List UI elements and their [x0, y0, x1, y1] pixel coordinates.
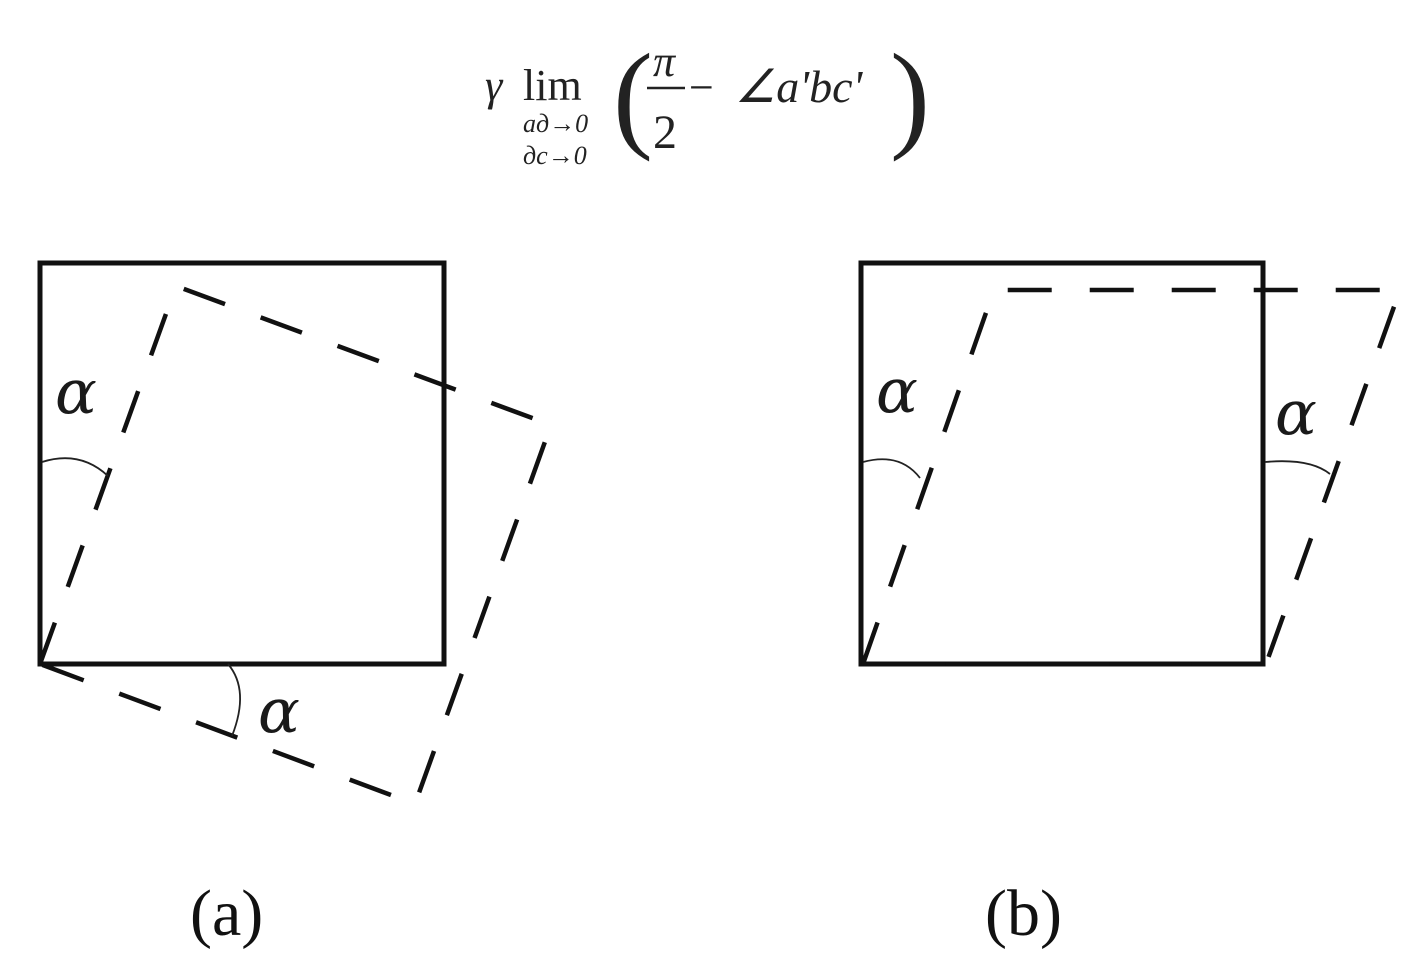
angle-arc-bottom-a — [227, 663, 241, 737]
panel-a: α α (a) — [37, 260, 554, 950]
caption-b: (b) — [985, 877, 1062, 950]
sheared-parallelogram-b — [859, 287, 1404, 667]
formula-lim: lim — [523, 61, 582, 110]
angle-arc-right-b — [1264, 460, 1331, 475]
formula-right-paren: ) — [890, 38, 930, 162]
caption-a: (a) — [190, 877, 263, 950]
alpha-label-right-b: α — [1275, 376, 1317, 449]
formula-gamma: γ — [485, 61, 504, 110]
formula-denominator: 2 — [653, 106, 677, 159]
formula-limit-1: aд→0 — [523, 109, 588, 138]
original-square-b — [858, 260, 1266, 667]
alpha-label-left-b: α — [876, 354, 918, 427]
alpha-label-left-a: α — [55, 355, 97, 428]
formula-angle: ∠a'bc' — [735, 61, 863, 112]
rotated-square-a — [37, 283, 554, 807]
alpha-label-bottom-a: α — [258, 674, 300, 747]
angle-arc-left-a — [41, 457, 109, 477]
panel-b: α α (b) — [858, 260, 1404, 950]
formula-left-paren: ( — [613, 38, 653, 162]
shear-strain-formula: γ lim aд→0 дc→0 ( π 2 − ∠a'bc' ) — [485, 38, 930, 170]
angle-arc-left-b — [862, 458, 921, 479]
formula-numerator: π — [653, 38, 677, 86]
original-square-a — [37, 260, 447, 667]
formula-limit-2: дc→0 — [523, 141, 587, 170]
formula-minus: − — [689, 63, 714, 112]
